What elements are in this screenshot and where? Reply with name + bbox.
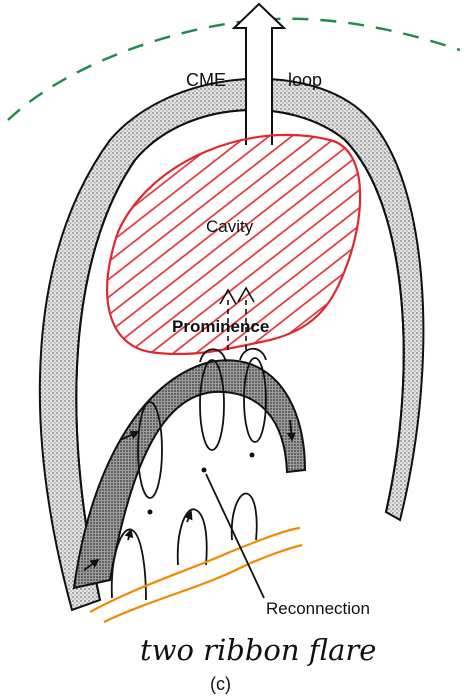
two-ribbon-flare-annotation: two ribbon flare	[140, 633, 376, 667]
reconnection-label: Reconnection	[266, 599, 370, 618]
cavity-label: Cavity	[206, 217, 254, 236]
ejection-arrow	[234, 4, 284, 145]
loop-label: loop	[288, 70, 322, 90]
panel-label: (c)	[210, 674, 231, 694]
prominence-label: Prominence	[172, 317, 269, 336]
reconnection-dots	[148, 453, 255, 515]
cme-label: CME	[186, 70, 226, 90]
